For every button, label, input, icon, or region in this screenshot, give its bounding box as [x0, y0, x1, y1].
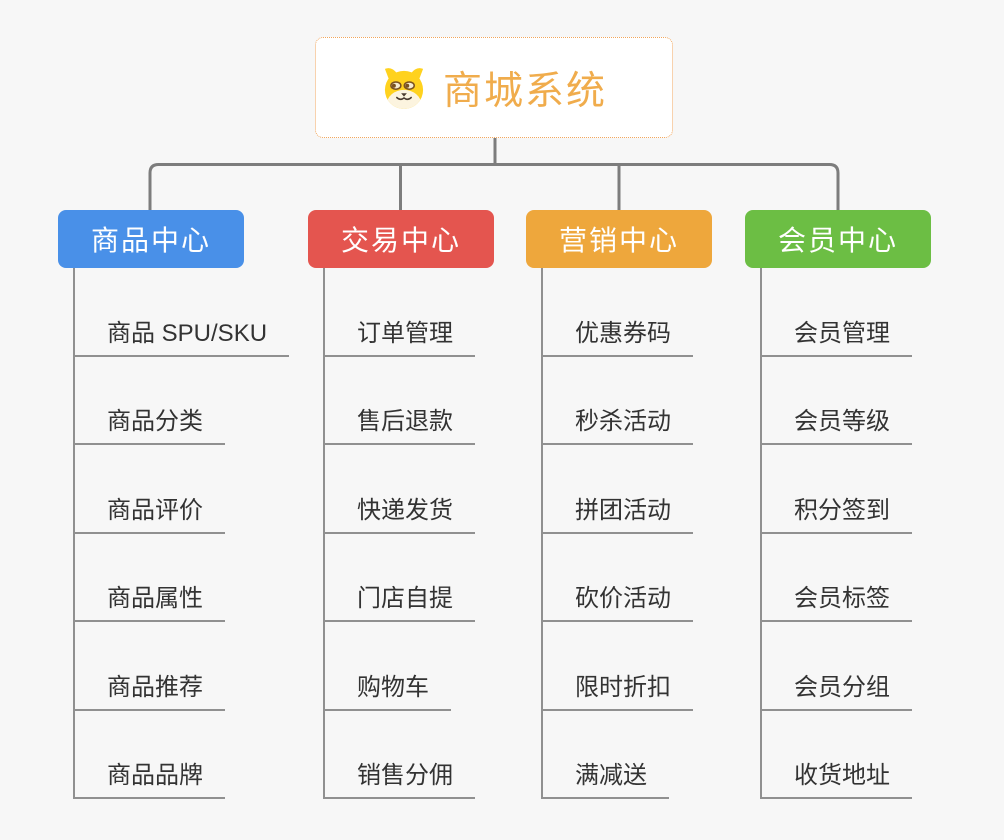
tree-item[interactable]: 商品评价 — [73, 445, 225, 534]
tree-item[interactable]: 拼团活动 — [541, 445, 693, 534]
tree-item[interactable]: 门店自提 — [323, 533, 475, 622]
tree-item[interactable]: 商品 SPU/SKU — [73, 268, 290, 357]
branch-items-member: 会员管理 会员等级 积分签到 会员标签 会员分组 收货地址 — [760, 268, 931, 799]
branch-box-member-center[interactable]: 会员中心 — [745, 210, 931, 268]
branch-member-center: 会员中心 会员管理 会员等级 积分签到 会员标签 会员分组 收货地址 — [745, 210, 931, 799]
dog-face-icon — [381, 67, 427, 109]
tree-item[interactable]: 会员管理 — [760, 268, 912, 357]
tree-item[interactable]: 优惠券码 — [541, 268, 693, 357]
tree-item[interactable]: 订单管理 — [323, 268, 475, 357]
tree-item[interactable]: 商品属性 — [73, 533, 225, 622]
tree-item[interactable]: 限时折扣 — [541, 622, 693, 711]
tree-item[interactable]: 收货地址 — [760, 710, 912, 799]
branch-marketing-center: 营销中心 优惠券码 秒杀活动 拼团活动 砍价活动 限时折扣 满减送 — [526, 210, 712, 799]
tree-item[interactable]: 商品推荐 — [73, 622, 225, 711]
branch-product-center: 商品中心 商品 SPU/SKU 商品分类 商品评价 商品属性 商品推荐 商品品牌 — [58, 210, 290, 799]
tree-item[interactable]: 销售分佣 — [323, 710, 475, 799]
root-title: 商城系统 — [442, 69, 607, 113]
branch-items-product: 商品 SPU/SKU 商品分类 商品评价 商品属性 商品推荐 商品品牌 — [73, 268, 290, 799]
branch-box-marketing-center[interactable]: 营销中心 — [526, 210, 712, 268]
branch-box-product-center[interactable]: 商品中心 — [58, 210, 244, 268]
tree-item[interactable]: 秒杀活动 — [541, 356, 693, 445]
branch-trade-center: 交易中心 订单管理 售后退款 快递发货 门店自提 购物车 销售分佣 — [308, 210, 494, 799]
branch-rail-line — [148, 163, 840, 211]
root-node[interactable]: 商城系统 — [315, 37, 673, 138]
tree-item[interactable]: 购物车 — [323, 622, 451, 711]
tree-item[interactable]: 快递发货 — [323, 445, 475, 534]
branch-items-marketing: 优惠券码 秒杀活动 拼团活动 砍价活动 限时折扣 满减送 — [541, 268, 712, 799]
tree-item[interactable]: 商品品牌 — [73, 710, 225, 799]
tree-item[interactable]: 会员分组 — [760, 622, 912, 711]
tree-item[interactable]: 会员等级 — [760, 356, 912, 445]
tree-item[interactable]: 会员标签 — [760, 533, 912, 622]
tree-item[interactable]: 满减送 — [541, 710, 669, 799]
tree-item[interactable]: 售后退款 — [323, 356, 475, 445]
tree-item[interactable]: 商品分类 — [73, 356, 225, 445]
tree-item[interactable]: 砍价活动 — [541, 533, 693, 622]
branch-items-trade: 订单管理 售后退款 快递发货 门店自提 购物车 销售分佣 — [323, 268, 494, 799]
tree-item[interactable]: 积分签到 — [760, 445, 912, 534]
branch-box-trade-center[interactable]: 交易中心 — [308, 210, 494, 268]
